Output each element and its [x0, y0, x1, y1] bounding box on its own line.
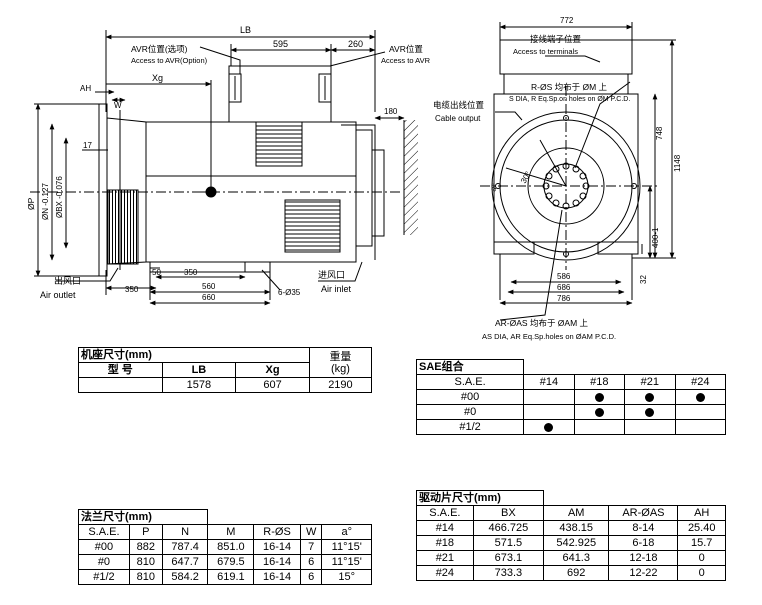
dim-586: 586 [557, 272, 571, 281]
avr-en: Access to AVR [381, 56, 431, 65]
bolt-holes [542, 162, 590, 210]
table-row: #00 [415, 389, 727, 405]
ah-label: AH [80, 84, 91, 93]
terminal-cn: 接线端子位置 [530, 34, 582, 44]
aras-en: AS DIA, AR Eq.Sp.holes on ØAM P.C.D. [482, 332, 616, 341]
rs-en: S DIA, R Eq.Sp.on holes on ØM P.C.D. [509, 96, 630, 103]
dim-350-overhang: 350 [125, 285, 139, 294]
cable-cn: 电缆出线位置 [433, 100, 485, 110]
air-outlet-cn: 出风口 [54, 275, 81, 286]
air-outlet-en: Air outlet [40, 290, 76, 300]
air-inlet-cn: 进风口 [318, 270, 345, 280]
dim-686: 686 [557, 283, 571, 292]
xg-header: Xg [235, 362, 310, 378]
dim-560: 560 [202, 282, 216, 291]
dim-180: 180 [384, 107, 398, 116]
avr-cn: AVR位置 [389, 44, 423, 54]
dim-786: 786 [557, 294, 571, 303]
front-view-labels: 772 接线端子位置 Access to terminals R-ØS 均布于 … [433, 16, 682, 341]
side-view-labels: LB 595 260 AVR位置(选项) Access to AVR(Optio… [26, 25, 431, 302]
air-inlet-en: Air inlet [321, 284, 352, 294]
rs-cn: R-ØS 均布于 ØM 上 [531, 82, 608, 92]
lb-label: LB [240, 25, 251, 35]
dim-350-feet: 350 [184, 268, 198, 277]
table-row: #0 [415, 404, 727, 420]
frame-table: 机座尺寸(mm) 重量 (kg) 型 号 LB Xg 1578 607 2190 [78, 347, 373, 393]
xg-label: Xg [152, 73, 163, 83]
sae-table-title: SAE组合 [415, 359, 525, 375]
aras-cn: AR-ØAS 均布于 ØAM 上 [495, 318, 589, 328]
dim-32: 32 [639, 275, 648, 284]
compat-dot [695, 392, 705, 402]
dim-1148: 1148 [673, 154, 682, 172]
compat-dot [544, 422, 554, 432]
w-label: W [114, 101, 122, 110]
qbx-label: ØBX -0.076 [55, 176, 64, 218]
avr-option-cn: AVR位置(选项) [131, 44, 188, 54]
frame-table-title: 机座尺寸(mm) [78, 347, 310, 363]
dim-660: 660 [202, 293, 216, 302]
flange-table-title: 法兰尺寸(mm) [77, 509, 209, 525]
dim-260: 260 [348, 39, 363, 49]
dim-772: 772 [560, 16, 574, 25]
model-header: 型 号 [78, 362, 163, 378]
sae-header: S.A.E. [415, 374, 525, 390]
a-deg: a° [488, 182, 499, 192]
table-row: 1578 607 2190 [78, 377, 373, 393]
avr-option-en: Access to AVR(Option) [131, 56, 208, 65]
compat-dot [645, 392, 655, 402]
front-view [480, 22, 676, 321]
dim-50: 50 [152, 268, 161, 277]
dim-400: 400-1 [651, 227, 660, 248]
dim-748: 748 [655, 126, 664, 140]
drive-table-title: 驱动片尺寸(mm) [416, 490, 544, 506]
terminal-en: Access to terminals [513, 47, 578, 56]
holes-label: 6-Ø35 [278, 288, 301, 297]
compat-dot [594, 392, 604, 402]
sae-table: SAE组合 S.A.E. #14 #18 #21 #24 #00#0#1/2 [415, 359, 727, 435]
compat-dot [594, 407, 604, 417]
dim-17: 17 [83, 141, 92, 150]
qn-label: ØN -0.127 [41, 183, 50, 220]
side-view [30, 30, 418, 306]
lb-header: LB [161, 362, 237, 378]
compat-dot [645, 407, 655, 417]
generator-drawing: LB 595 260 AVR位置(选项) Access to AVR(Optio… [26, 16, 682, 341]
table-row: #1/2 [415, 419, 727, 435]
dim-595: 595 [273, 39, 288, 49]
weight-header: 重量 (kg) [308, 347, 373, 378]
qp-label: ØP [26, 197, 36, 210]
cable-en: Cable output [435, 114, 481, 123]
